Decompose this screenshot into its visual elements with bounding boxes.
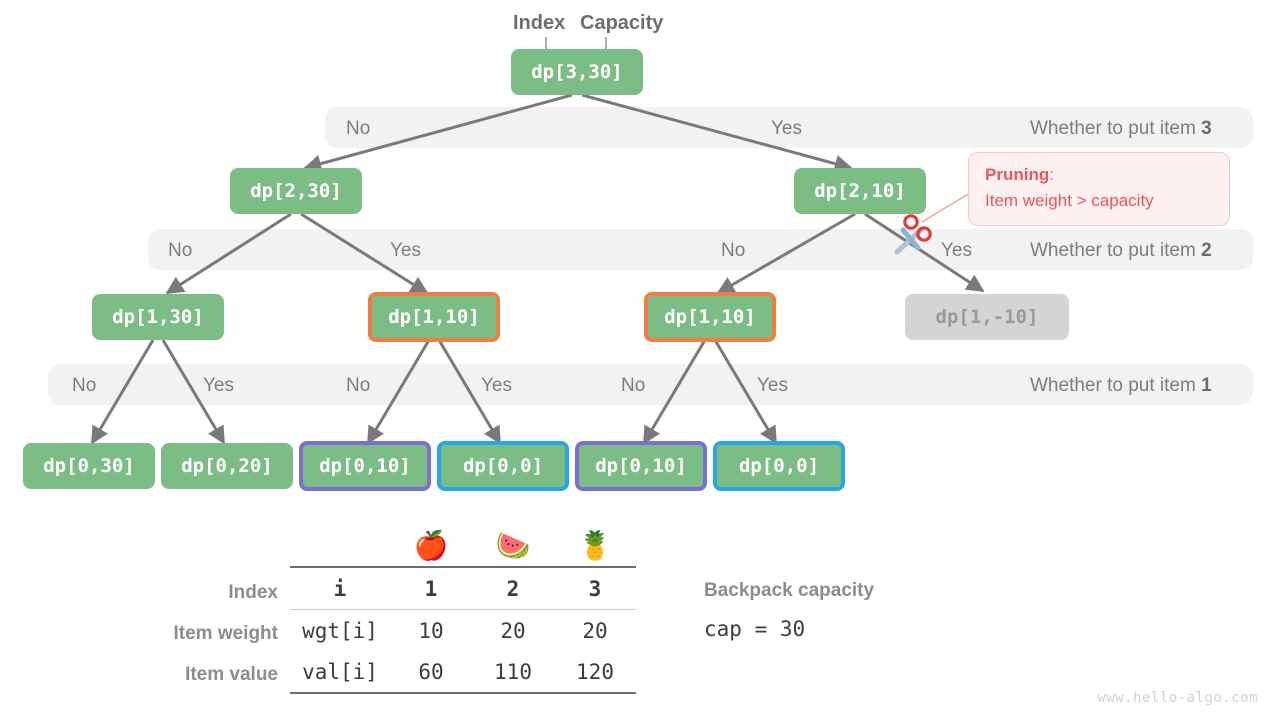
node-dp-0-10-a[interactable]: dp[0,10]	[299, 441, 431, 491]
table-header-row: i 1 2 3	[290, 566, 636, 610]
node-dp-3-30[interactable]: dp[3,30]	[511, 49, 643, 95]
pineapple-icon: 🍍	[577, 528, 613, 562]
branch-label-l2-yes-b: Yes	[941, 240, 972, 261]
table-row: wgt[i] 10 20 20	[290, 609, 636, 651]
cell-wgt-3: 20	[554, 609, 636, 651]
branch-label-l3-no-b: No	[346, 375, 371, 396]
branch-label-l1-no: No	[346, 118, 371, 139]
cell-wgt-2: 20	[472, 609, 554, 651]
cell-wgt-name: wgt[i]	[290, 609, 390, 651]
backpack-capacity-code: cap = 30	[704, 617, 806, 641]
level-label-item2: Whether to put item 2	[1030, 240, 1212, 261]
cell-val-name: val[i]	[290, 651, 390, 694]
row-header-item-weight: Item weight	[173, 623, 278, 644]
node-dp-2-10[interactable]: dp[2,10]	[794, 168, 926, 214]
branch-label-l3-yes-a: Yes	[203, 375, 234, 396]
node-dp-1-minus10[interactable]: dp[1,-10]	[905, 294, 1069, 340]
table-row-headers: Index Item weight Item value	[0, 525, 278, 705]
branch-label-l2-yes-a: Yes	[390, 240, 421, 261]
table-col-2: 2	[472, 566, 554, 610]
branch-label-l2-no-a: No	[168, 240, 193, 261]
row-header-index: Index	[228, 582, 278, 603]
cell-wgt-1: 10	[390, 609, 472, 651]
items-table: 🍎 🍉 🍍 i 1 2 3 wgt[i] 10 20 20 val[i] 60 …	[290, 525, 636, 694]
level-item-number-1: 1	[1201, 375, 1212, 396]
branch-label-l3-yes-b: Yes	[481, 375, 512, 396]
backpack-capacity-title: Backpack capacity	[704, 580, 875, 601]
node-dp-1-10-a[interactable]: dp[1,10]	[368, 292, 500, 342]
level-item-number-2: 2	[1201, 240, 1212, 261]
cell-val-3: 120	[554, 651, 636, 694]
pruning-title: Pruning	[985, 165, 1050, 184]
table-row: val[i] 60 110 120	[290, 651, 636, 694]
branch-label-l3-no-c: No	[621, 375, 646, 396]
pruning-reason: Item weight > capacity	[985, 190, 1154, 210]
node-dp-0-30[interactable]: dp[0,30]	[23, 443, 155, 489]
watermelon-icon: 🍉	[495, 528, 531, 562]
node-dp-0-0-b[interactable]: dp[0,0]	[713, 441, 845, 491]
node-dp-2-30[interactable]: dp[2,30]	[230, 168, 362, 214]
cell-val-2: 110	[472, 651, 554, 694]
caption-index: Index	[513, 12, 566, 34]
table-col-i: i	[290, 566, 390, 610]
table-col-1: 1	[390, 566, 472, 610]
branch-label-l2-no-b: No	[721, 240, 746, 261]
level-label-item1: Whether to put item 1	[1030, 375, 1212, 396]
node-dp-0-20[interactable]: dp[0,20]	[161, 443, 293, 489]
branch-label-l3-yes-c: Yes	[757, 375, 788, 396]
row-header-item-value: Item value	[185, 664, 278, 685]
level-item-number-3: 3	[1201, 118, 1212, 139]
node-dp-1-10-b[interactable]: dp[1,10]	[644, 292, 776, 342]
watermark: www.hello-algo.com	[1097, 690, 1258, 706]
pruning-title-line: Pruning:	[985, 162, 1213, 188]
pruning-callout: Pruning: Item weight > capacity	[968, 152, 1230, 226]
pruning-colon: :	[1049, 165, 1054, 184]
apple-icon: 🍎	[413, 528, 449, 562]
node-dp-0-10-b[interactable]: dp[0,10]	[575, 441, 707, 491]
table-icon-row: 🍎 🍉 🍍	[290, 525, 636, 567]
table-col-3: 3	[554, 566, 636, 610]
branch-label-l1-yes: Yes	[771, 118, 802, 139]
level-label-item3: Whether to put item 3	[1030, 118, 1212, 139]
node-dp-1-30[interactable]: dp[1,30]	[92, 294, 224, 340]
caption-capacity: Capacity	[580, 12, 664, 34]
cell-val-1: 60	[390, 651, 472, 694]
node-dp-0-0-a[interactable]: dp[0,0]	[437, 441, 569, 491]
branch-label-l3-no-a: No	[72, 375, 97, 396]
